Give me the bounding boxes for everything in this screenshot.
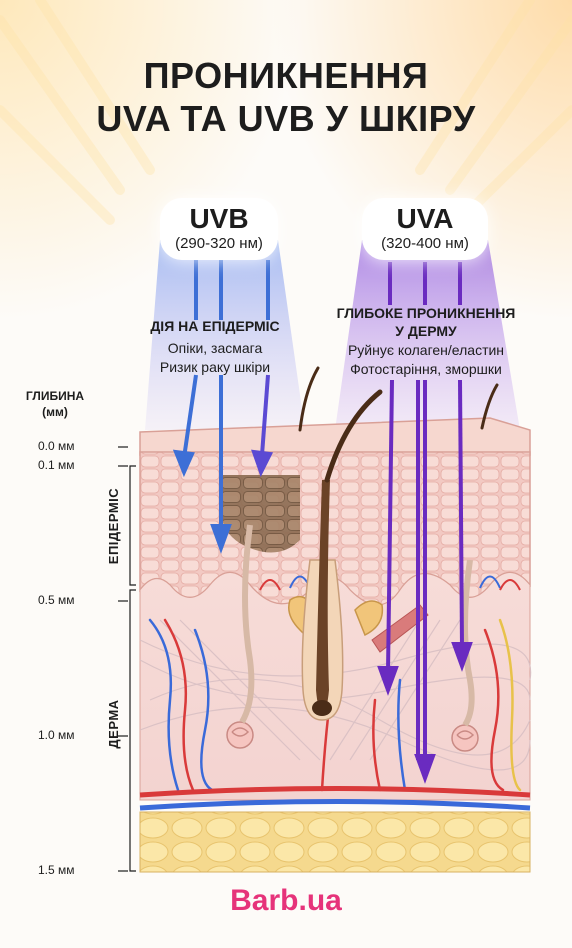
depth-tick-1: 0.1 мм	[38, 458, 75, 472]
brand-logo[interactable]: Barb.ua	[230, 884, 342, 917]
layer-label-epidermis: ЕПІДЕРМІС	[106, 487, 121, 565]
uva-range: (320-400 нм)	[381, 235, 469, 252]
uva-heading-1: ГЛИБОКЕ ПРОНИКНЕННЯ	[336, 305, 516, 321]
page-title-line1: ПРОНИКНЕННЯ	[143, 55, 429, 96]
depth-tick-3: 1.0 мм	[38, 728, 75, 742]
depth-tick-0: 0.0 мм	[38, 439, 75, 453]
uva-effect-1: Руйнує колаген/еластин	[347, 342, 505, 358]
uva-name: UVA	[396, 203, 454, 234]
uvb-badge: UVB (290-320 нм)	[160, 198, 278, 260]
page-title-line2: UVA ТА UVB У ШКІРУ	[96, 98, 476, 139]
depth-heading-2: (мм)	[42, 405, 68, 419]
uvb-name: UVB	[189, 203, 249, 234]
uva-badge: UVA (320-400 нм)	[362, 198, 488, 260]
layer-label-dermis: ДЕРМА	[106, 699, 121, 749]
uva-heading-2: У ДЕРМУ	[395, 323, 457, 339]
depth-tick-4: 1.5 мм	[38, 863, 75, 877]
uvb-effect-2: Ризик раку шкіри	[159, 359, 271, 375]
uvb-range: (290-320 нм)	[175, 235, 263, 252]
uvb-heading: ДІЯ НА ЕПІДЕРМІС	[150, 318, 280, 334]
depth-tick-2: 0.5 мм	[38, 593, 75, 607]
uvb-effect-1: Опіки, засмага	[167, 340, 263, 356]
uva-effect-2: Фотостаріння, зморшки	[350, 361, 502, 377]
depth-heading-1: ГЛИБИНА	[25, 389, 85, 403]
